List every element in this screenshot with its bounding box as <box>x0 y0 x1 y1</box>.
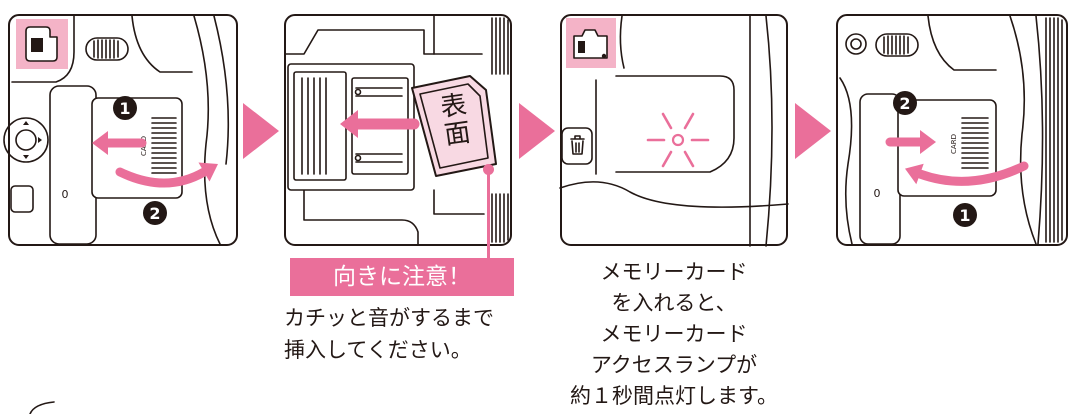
callout-connector <box>487 169 490 258</box>
step-marker-swing: 2 <box>143 201 167 225</box>
flow-arrow-3 <box>795 103 831 159</box>
camera-body-outline <box>839 15 1063 245</box>
insert-instruction-line: 挿入してください。 <box>284 338 472 362</box>
lamp-light-rays <box>646 112 710 168</box>
close-cover-illustration: 0 CARD 2 1 <box>836 14 1068 246</box>
card-slot-location-icon <box>573 29 608 59</box>
main-dial <box>875 33 919 57</box>
step-marker-slide: 2 <box>893 91 917 115</box>
lamp-note-line: を入れると、 <box>611 291 737 315</box>
cross-keys <box>3 117 49 163</box>
panel-frame <box>560 14 788 246</box>
flow-arrow-2 <box>519 103 555 159</box>
side-button <box>10 185 34 213</box>
insert-instruction-line: カチッと音がするまで <box>284 306 494 330</box>
open-cover-illustration: 0 CARD 1 2 <box>3 14 238 246</box>
lamp-note-line: アクセスランプが <box>590 353 758 377</box>
step-panel-open-cover: 0 CARD 1 2 <box>3 14 238 246</box>
trash-button <box>561 127 593 165</box>
insert-instruction: カチッと音がするまで 挿入してください。 <box>284 302 520 366</box>
card-cover-open-icon <box>25 26 58 62</box>
svg-text:1: 1 <box>119 99 130 118</box>
function-button <box>845 33 867 55</box>
access-lamp <box>646 112 710 168</box>
access-lamp-note: メモリーカード を入れると、 メモリーカード アクセスランプが 約１秒間点灯しま… <box>559 257 789 412</box>
orientation-warning-badge: 向きに注意！ <box>290 258 514 296</box>
step-marker-swing: 1 <box>953 203 977 227</box>
step-panel-close-cover: 0 CARD 2 1 <box>836 14 1068 246</box>
access-lamp-illustration <box>559 14 789 247</box>
insert-arrow-left <box>340 110 420 138</box>
swing-arrow-right <box>115 162 218 188</box>
lamp-note-line: 約１秒間点灯します。 <box>570 384 778 408</box>
partial-stroke <box>29 401 55 414</box>
step-panel-access-lamp <box>559 14 789 247</box>
insert-card-illustration <box>284 14 512 246</box>
camera-body-outline <box>11 15 230 245</box>
body-mark: 0 <box>62 188 69 201</box>
body-mark: 0 <box>874 187 881 200</box>
step-marker-slide: 1 <box>113 96 137 120</box>
lamp-note-line: メモリーカード <box>600 260 748 284</box>
slide-arrow-left <box>92 131 147 155</box>
svg-text:1: 1 <box>959 206 970 225</box>
card-mark: CARD <box>950 134 958 154</box>
flow-arrow-1 <box>243 103 279 159</box>
svg-text:2: 2 <box>899 94 910 113</box>
svg-text:2: 2 <box>149 204 160 223</box>
camera-body-outline <box>285 15 509 245</box>
main-dial <box>85 37 129 61</box>
trash-icon <box>570 135 585 155</box>
lamp-note-line: メモリーカード <box>600 322 748 346</box>
step-panel-insert-card: 表面 <box>284 14 512 246</box>
slide-arrow-right <box>885 130 936 154</box>
sd-card <box>411 75 497 177</box>
camera-body-outline <box>559 15 789 247</box>
swing-arrow-left <box>905 161 1029 186</box>
